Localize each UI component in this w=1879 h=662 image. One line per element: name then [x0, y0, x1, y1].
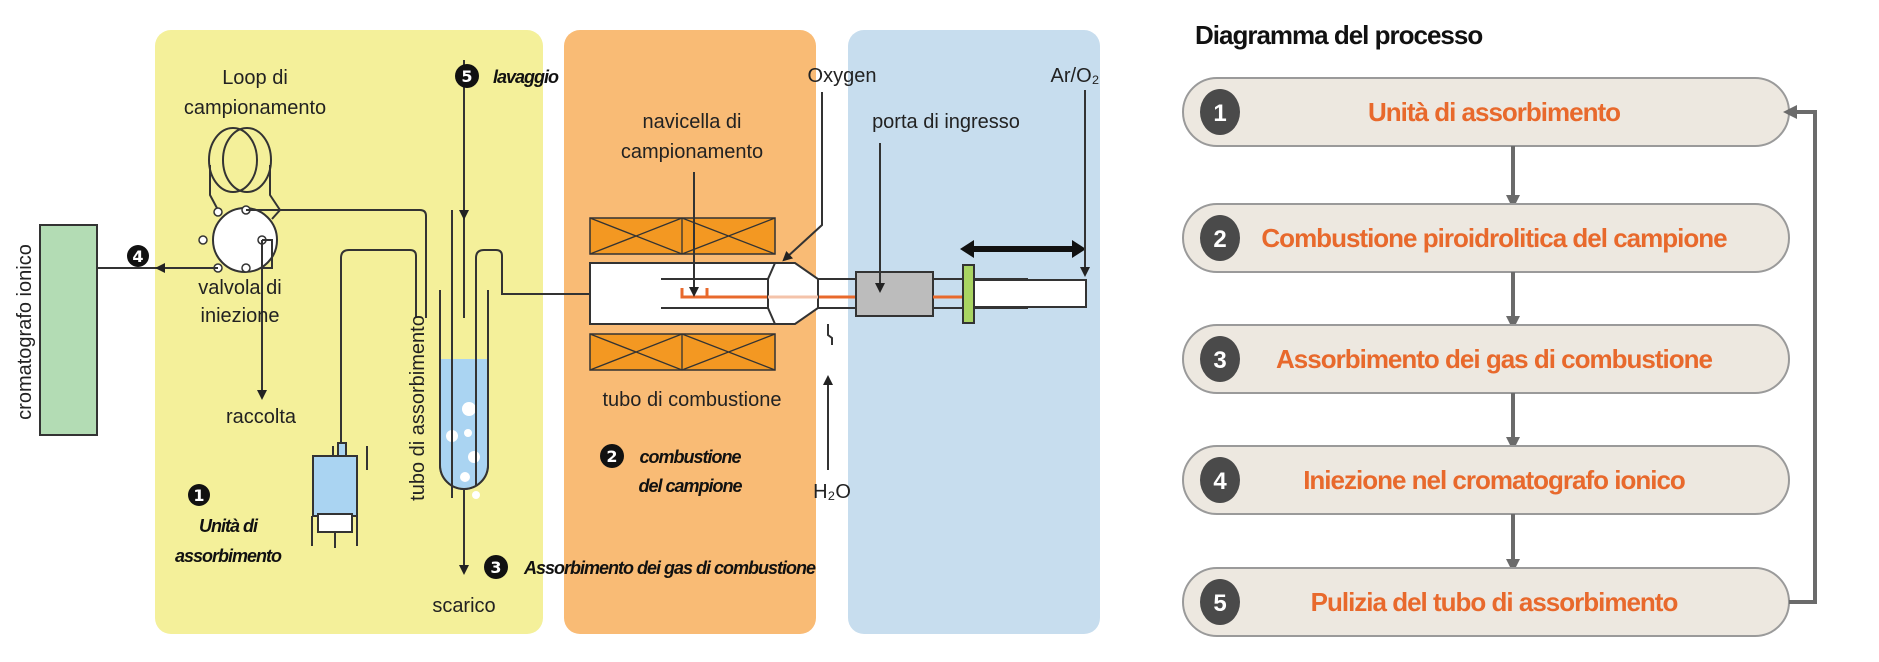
chromatograph-label: cromatografo ionico [14, 244, 36, 420]
flow-step-box [1182, 445, 1790, 515]
boat-label-line2: campionamento [621, 141, 763, 163]
step-1-label-line2: assorbimento [175, 546, 282, 566]
flow-step-label: Pulizia del tubo di assorbimento [1311, 587, 1678, 617]
flow-step-5: 5 Pulizia del tubo di assorbimento [1182, 567, 1790, 637]
svg-text:3: 3 [490, 558, 501, 577]
flow-step-1: 1 Unità di assorbimento [1182, 77, 1790, 147]
combustion-zone [564, 30, 816, 634]
loop-label-line2: campionamento [184, 97, 326, 119]
flow-step-2: 2 Combustione piroidrolitica del campione [1182, 203, 1790, 273]
absorption-tube-label: tubo di assorbimento [407, 315, 429, 501]
step-2-badge [600, 444, 624, 468]
flow-step-badge [1200, 579, 1240, 625]
svg-text:5: 5 [461, 67, 472, 86]
connector-joint [767, 262, 819, 325]
svg-text:1: 1 [193, 486, 204, 505]
inlet-port[interactable] [855, 271, 934, 317]
push-rod[interactable] [973, 279, 1087, 308]
ar-o2-label: Ar/O₂ [1051, 65, 1100, 87]
valve-to-collection-line [262, 239, 273, 395]
flow-step-3: 3 Assorbimento dei gas di combustione [1182, 324, 1790, 394]
svg-text:4: 4 [132, 247, 143, 266]
flow-step-badge [1200, 336, 1240, 382]
sampling-loop [208, 127, 282, 220]
flow-step-box [1182, 324, 1790, 394]
flow-step-number: 1 [1213, 100, 1226, 127]
water-label: H₂O [813, 481, 851, 503]
step-1-badge [188, 484, 210, 506]
syringe[interactable] [311, 442, 368, 548]
syringe-line [340, 249, 417, 443]
step-5-badge [455, 64, 479, 88]
flow-step-label: Iniezione nel cromatografo ionico [1303, 465, 1685, 495]
flow-step-badge [1200, 457, 1240, 503]
flow-step-number: 2 [1213, 226, 1226, 253]
valve-upper-line [246, 209, 427, 318]
seal-ring [962, 264, 975, 324]
boat-label-line1: navicella di [643, 111, 742, 133]
flow-step-number: 4 [1213, 468, 1227, 495]
oxygen-label: Oxygen [808, 65, 877, 87]
flow-step-badge [1200, 215, 1240, 261]
flow-step-number: 5 [1213, 590, 1226, 617]
step-2-label-line1: combustione [639, 447, 741, 467]
drain-label: scarico [432, 595, 495, 617]
wash-label: lavaggio [493, 67, 559, 87]
step-1-label-line1: Unità di [199, 516, 259, 536]
oxygen-line [782, 92, 823, 262]
flow-step-number: 3 [1213, 347, 1226, 374]
flow-step-label: Combustione piroidrolitica del campione [1261, 223, 1727, 253]
step-3-label: Assorbimento dei gas di combustione [523, 558, 816, 578]
collection-label: raccolta [226, 406, 297, 428]
flow-step-badge [1200, 89, 1240, 135]
svg-text:2: 2 [606, 447, 617, 466]
valve-label-line2: iniezione [201, 305, 280, 327]
inlet-port-label: porta di ingresso [872, 111, 1020, 133]
flow-step-box [1182, 203, 1790, 273]
tube-outlet-line [475, 249, 590, 295]
combustion-tube-label: tubo di combustione [602, 389, 781, 411]
loop-label-line1: Loop di [222, 67, 288, 89]
step-2-label-line2: del campione [638, 476, 742, 496]
step-4-badge [127, 245, 149, 267]
furnace-bottom [589, 333, 776, 371]
loop-back-arrow [1783, 105, 1817, 604]
ion-chromatograph[interactable] [39, 224, 98, 436]
step-3-badge [484, 555, 508, 579]
flow-title: Diagramma del processo [1195, 20, 1482, 50]
absorption-zone [155, 30, 543, 634]
valve-label-line1: valvola di [198, 277, 281, 299]
flow-step-label: Unità di assorbimento [1368, 97, 1620, 127]
flow-step-label: Assorbimento dei gas di combustione [1276, 344, 1712, 374]
flow-step-4: 4 Iniezione nel cromatografo ionico [1182, 445, 1790, 515]
furnace-top [589, 217, 776, 255]
inlet-zone [848, 30, 1100, 634]
